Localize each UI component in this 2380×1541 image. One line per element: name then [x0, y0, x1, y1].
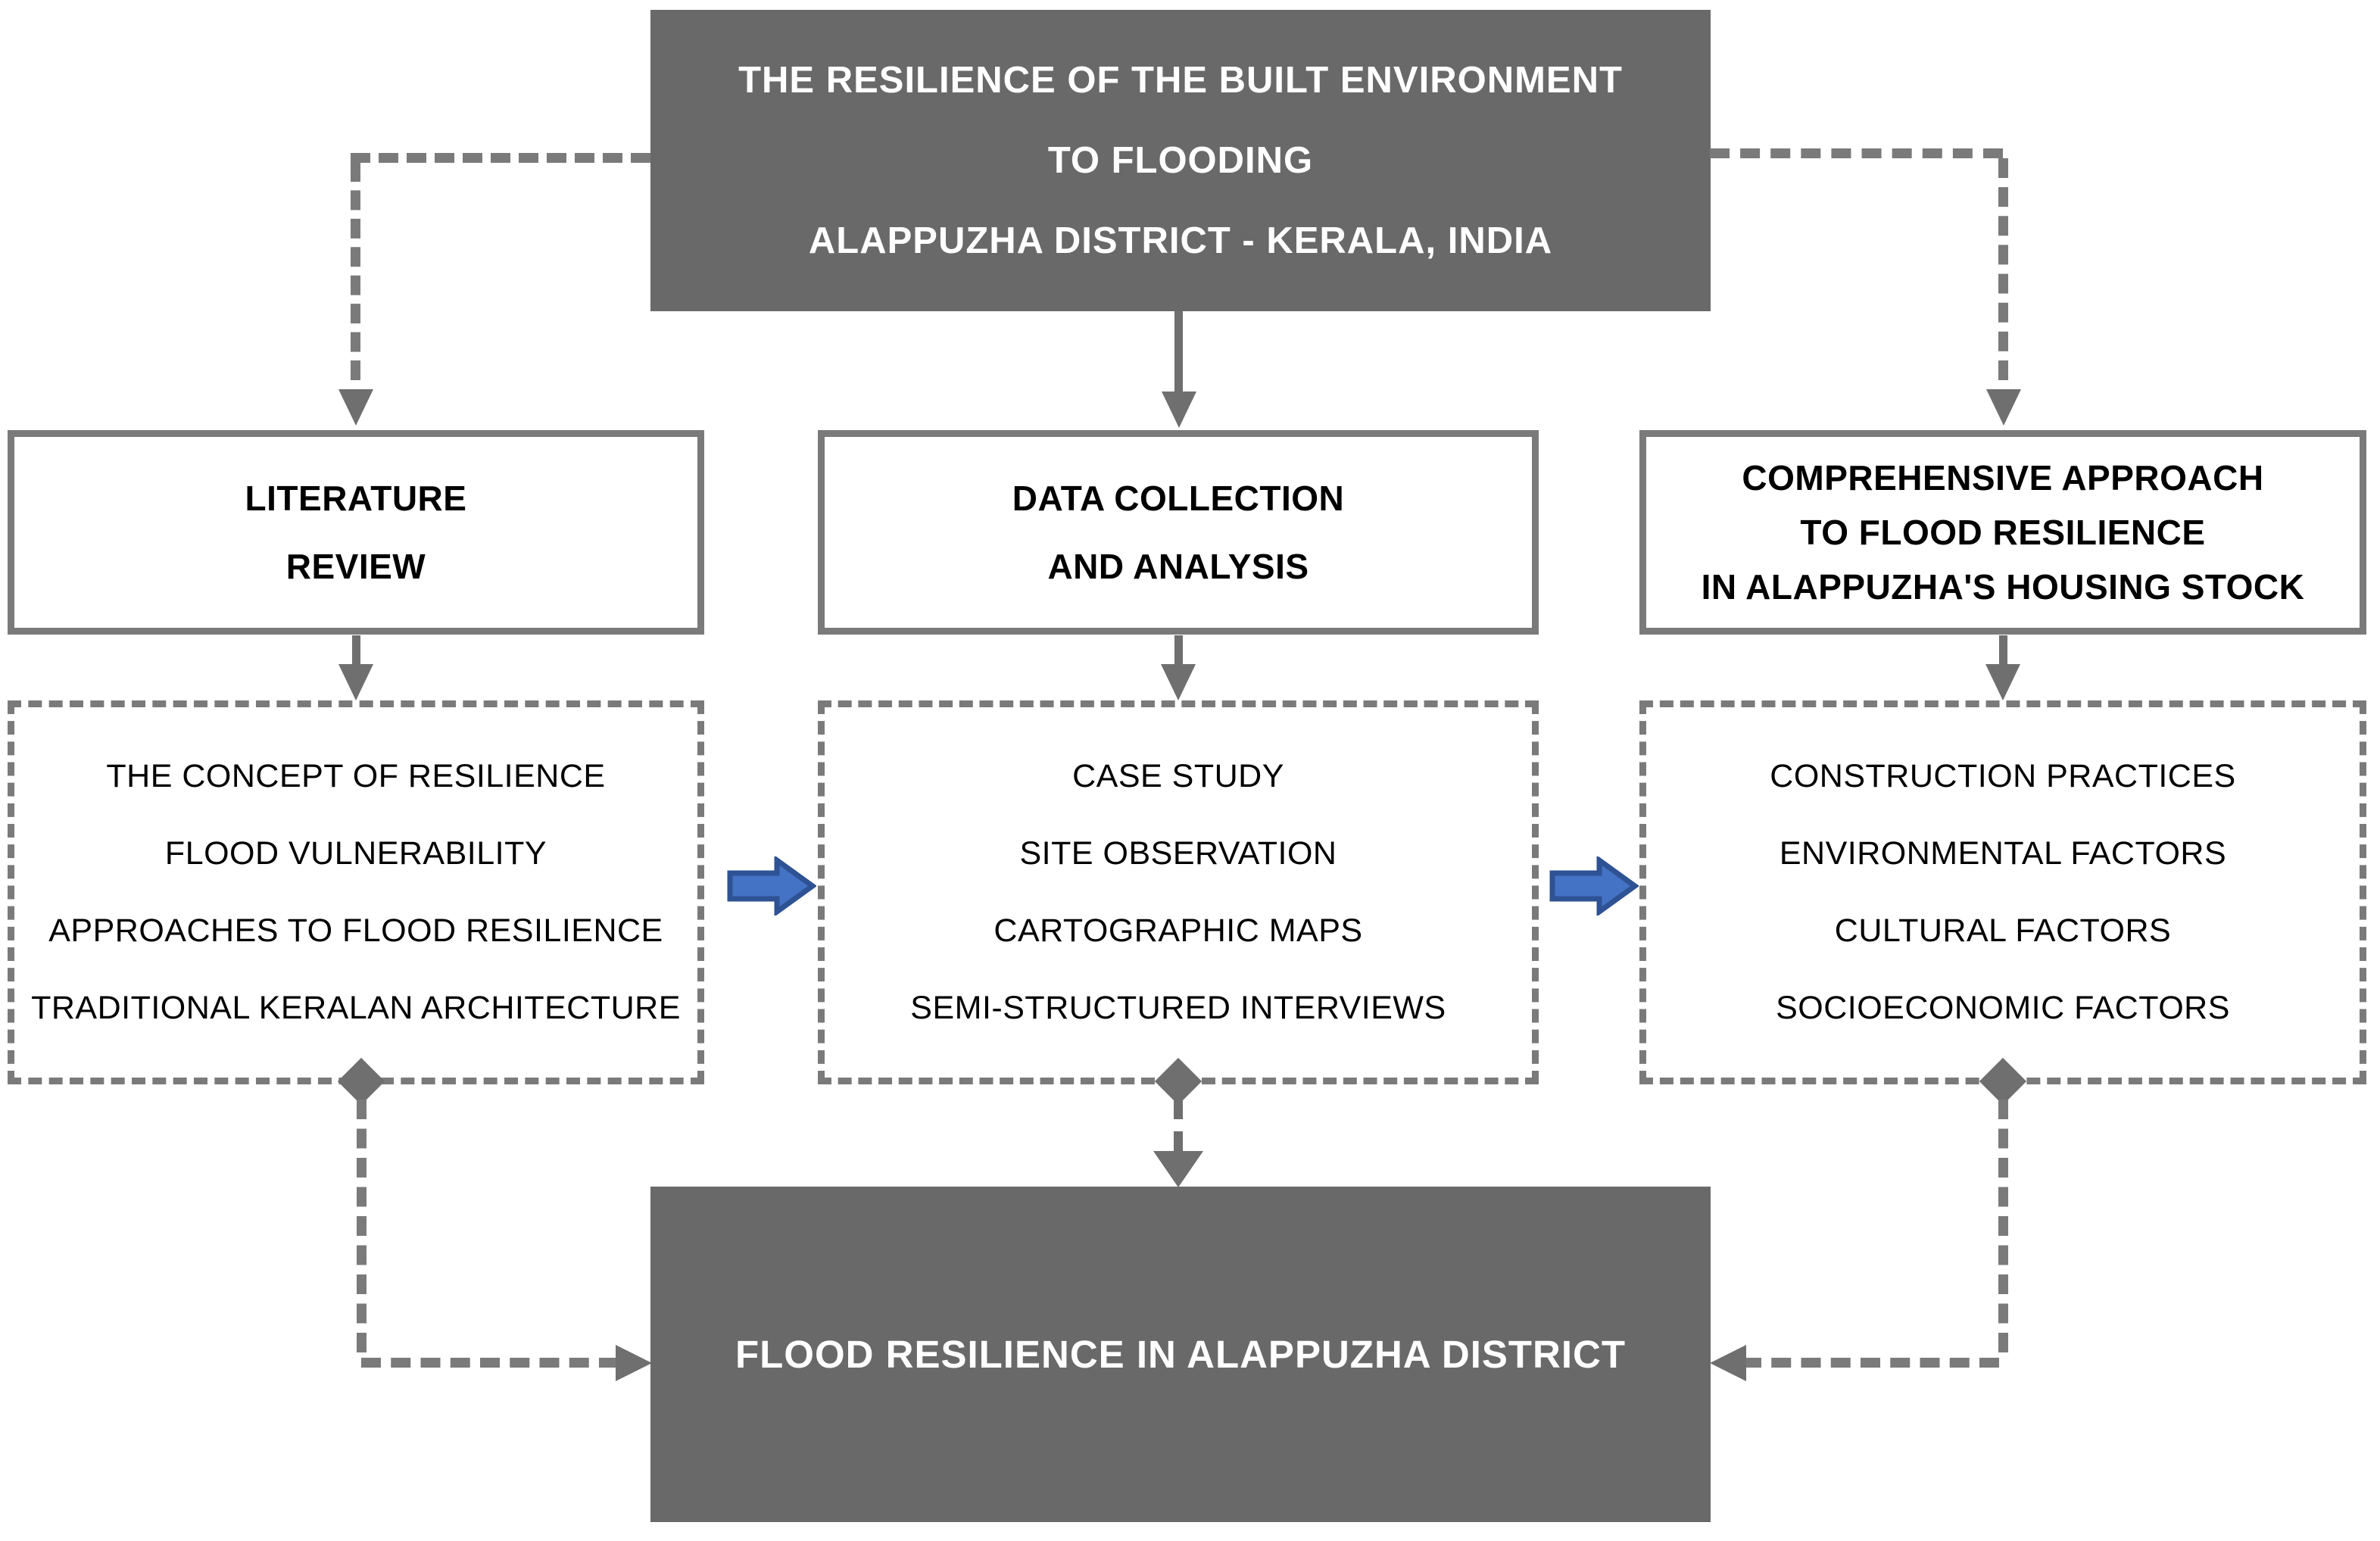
connector-methods-to-outcome	[1174, 1098, 1183, 1119]
outcome-label: FLOOD RESILIENCE IN ALAPPUZHA DISTRICT	[735, 1333, 1627, 1376]
list-item: CONSTRUCTION PRACTICES	[1770, 758, 2236, 794]
connector-title-to-data	[1174, 311, 1183, 393]
list-item: CULTURAL FACTORS	[1834, 912, 2172, 949]
connector-title-to-literature-horizontal	[351, 153, 650, 163]
list-item: ENVIRONMENTAL FACTORS	[1779, 835, 2227, 872]
connector-factors-to-outcome-vertical	[1998, 1100, 2008, 1352]
title-line-3: ALAPPUZHA DISTRICT - KERALA, INDIA	[808, 220, 1553, 261]
data-collection-box: DATA COLLECTION AND ANALYSIS	[818, 430, 1539, 635]
connector-data-to-methods	[1174, 635, 1183, 667]
title-line-1: THE RESILIENCE OF THE BUILT ENVIRONMENT	[738, 60, 1623, 101]
header-line: LITERATURE	[245, 479, 467, 518]
connector-title-to-approach-vertical	[1998, 158, 2008, 380]
list-item: THE CONCEPT OF RESILIENCE	[106, 758, 606, 794]
connector-title-to-approach-horizontal	[1710, 148, 2003, 158]
connector-methods-to-outcome	[1174, 1131, 1183, 1154]
header-line: REVIEW	[285, 547, 426, 586]
arrow-down-icon	[1986, 389, 2021, 426]
list-item: TRADITIONAL KERALAN ARCHITECTURE	[31, 990, 681, 1026]
list-item: SEMI-STRUCTURED INTERVIEWS	[910, 990, 1446, 1026]
title-box: THE RESILIENCE OF THE BUILT ENVIRONMENT …	[650, 10, 1711, 311]
arrow-right-icon	[616, 1345, 652, 1381]
blue-arrow-icon	[1549, 856, 1639, 916]
connector-approach-to-factors	[1999, 635, 2007, 667]
blue-arrow-icon	[727, 856, 816, 916]
arrow-left-icon	[1710, 1345, 1746, 1381]
connector-literature-to-topics	[352, 635, 360, 667]
approach-factors-box: CONSTRUCTION PRACTICES ENVIRONMENTAL FAC…	[1639, 700, 2366, 1084]
arrow-down-icon	[1153, 1151, 1203, 1187]
list-item: APPROACHES TO FLOOD RESILIENCE	[48, 912, 663, 949]
list-item: CASE STUDY	[1072, 758, 1284, 794]
arrow-down-icon	[1985, 664, 2020, 700]
header-line: AND ANALYSIS	[1047, 547, 1309, 586]
list-item: CARTOGRAPHIC MAPS	[993, 912, 1363, 949]
list-item: FLOOD VULNERABILITY	[164, 835, 547, 872]
list-item: SITE OBSERVATION	[1019, 835, 1337, 872]
header-line: DATA COLLECTION	[1012, 479, 1345, 518]
connector-title-to-literature-vertical	[351, 162, 360, 380]
literature-topics-box: THE CONCEPT OF RESILIENCE FLOOD VULNERAB…	[8, 700, 704, 1084]
connector-topics-to-outcome-vertical	[357, 1100, 367, 1352]
literature-review-box: LITERATURE REVIEW	[8, 430, 704, 635]
connector-topics-to-outcome-horizontal	[361, 1358, 619, 1368]
header-line: IN ALAPPUZHA'S HOUSING STOCK	[1701, 567, 2305, 607]
arrow-down-icon	[1161, 664, 1196, 700]
header-line: COMPREHENSIVE APPROACH	[1742, 458, 2264, 498]
connector-factors-to-outcome-horizontal	[1742, 1358, 1999, 1368]
arrow-down-icon	[1162, 391, 1196, 428]
data-methods-box: CASE STUDY SITE OBSERVATION CARTOGRAPHIC…	[818, 700, 1539, 1084]
comprehensive-approach-box: COMPREHENSIVE APPROACH TO FLOOD RESILIEN…	[1639, 430, 2366, 635]
header-line: TO FLOOD RESILIENCE	[1800, 513, 2206, 552]
outcome-box: FLOOD RESILIENCE IN ALAPPUZHA DISTRICT	[650, 1187, 1711, 1522]
arrow-down-icon	[338, 389, 373, 426]
arrow-down-icon	[338, 664, 373, 700]
list-item: SOCIOECONOMIC FACTORS	[1776, 990, 2230, 1026]
title-line-2: TO FLOODING	[1047, 140, 1314, 181]
